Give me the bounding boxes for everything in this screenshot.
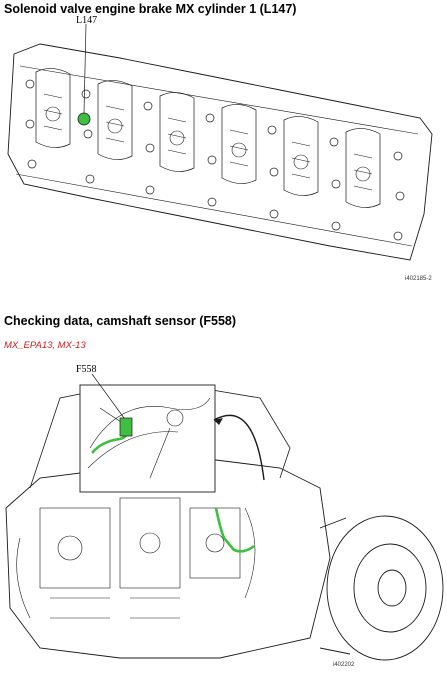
- callout-f558: F558: [76, 364, 97, 375]
- detail-inset: [79, 384, 216, 493]
- engine-figure: F558: [5, 364, 444, 661]
- section1-heading: Solenoid valve engine brake MX cylinder …: [4, 2, 297, 16]
- figure-id-1: i402185-2: [405, 276, 432, 282]
- solenoid-l147-highlight: [77, 112, 91, 126]
- sensor-f558-highlight: [119, 417, 133, 437]
- section2-heading: Checking data, camshaft sensor (F558): [4, 314, 237, 328]
- figure-id-2: i402202: [333, 662, 355, 668]
- callout-l147: L147: [76, 15, 97, 26]
- cylinder-head-figure: L147: [7, 15, 433, 261]
- variant-text: MX_EPA13, MX-13: [4, 340, 86, 351]
